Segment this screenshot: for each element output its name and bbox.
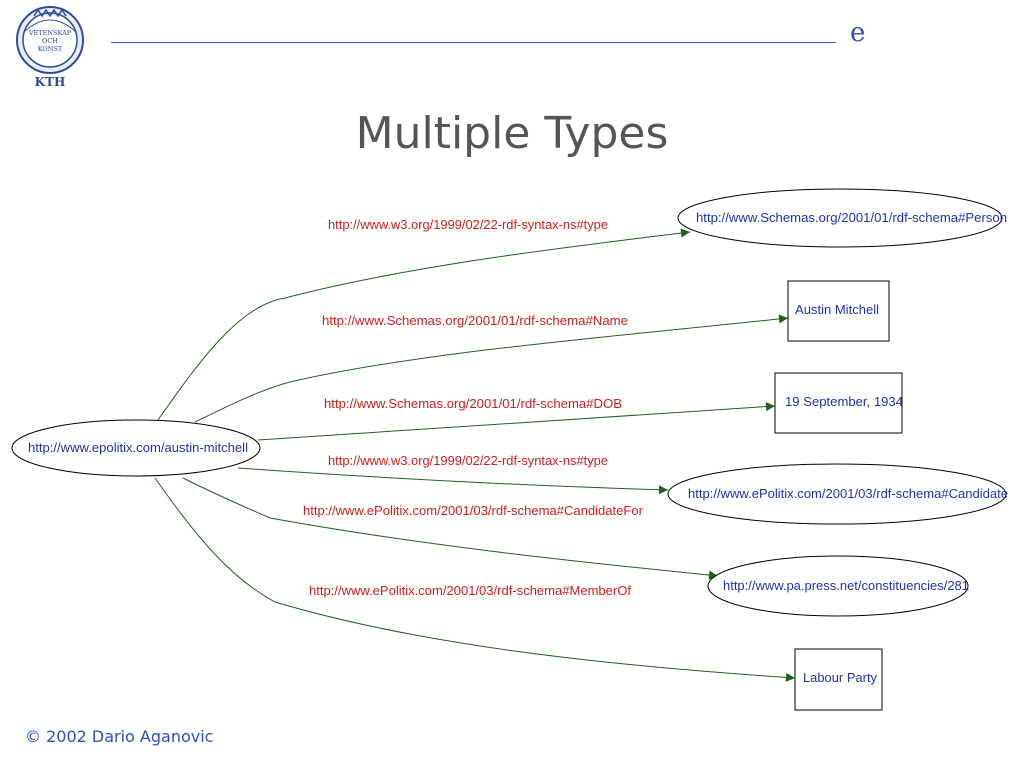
target-node-name-label: Austin Mitchell: [795, 302, 879, 317]
edge-label-candidate-for: http://www.ePolitix.com/2001/03/rdf-sche…: [303, 503, 644, 518]
slide-title: Multiple Types: [355, 108, 669, 159]
target-node-constituency: http://www.pa.press.net/constituencies/2…: [707, 555, 969, 617]
target-node-name-shape: [787, 280, 890, 342]
edge-label-name: http://www.Schemas.org/2001/01/rdf-schem…: [322, 313, 628, 328]
target-node-dob-label: 19 September, 1934: [785, 394, 903, 409]
edge-line-name: [194, 314, 789, 423]
logo-text-3: KONST: [38, 45, 63, 53]
edge-line-type-candidate: [237, 467, 669, 495]
target-node-party-label: Labour Party: [803, 670, 877, 685]
footer-copyright: © 2002 Dario Aganovic: [25, 727, 214, 746]
target-node-party: Labour Party: [794, 648, 883, 711]
target-node-candidate: http://www.ePolitix.com/2001/03/rdf-sche…: [667, 463, 1008, 525]
logo-text-2: OCH: [42, 37, 58, 45]
edges: [154, 228, 796, 682]
target-node-person: http://www.Schemas.org/2001/01/rdf-schem…: [677, 188, 1007, 248]
target-node-dob: 19 September, 1934: [774, 372, 903, 434]
edge-line-candidate-for: [182, 477, 719, 580]
target-node-constituency-label: http://www.pa.press.net/constituencies/2…: [723, 578, 969, 593]
edge-line-type-person: [157, 228, 691, 421]
edge-line-member-of: [154, 477, 796, 682]
logo-text-1: VETENSKAP: [28, 29, 72, 37]
kth-logo: VETENSKAP OCH KONST KTH: [16, 6, 84, 89]
edge-label-member-of: http://www.ePolitix.com/2001/03/rdf-sche…: [309, 583, 631, 598]
target-node-constituency-shape: [707, 555, 969, 617]
logo-initials: KTH: [35, 75, 66, 89]
target-node-dob-shape: [774, 372, 903, 434]
source-node-shape: [11, 419, 261, 477]
target-node-party-shape: [794, 648, 883, 711]
source-node: http://www.epolitix.com/austin-mitchell: [11, 419, 261, 477]
header-mark: e: [850, 18, 866, 48]
target-node-name: Austin Mitchell: [787, 280, 890, 342]
target-node-candidate-shape: [667, 463, 1007, 525]
target-node-person-shape: [677, 188, 1003, 248]
source-node-label: http://www.epolitix.com/austin-mitchell: [28, 440, 248, 455]
edge-label-type-person: http://www.w3.org/1999/02/22-rdf-syntax-…: [328, 217, 608, 232]
edge-label-type-candidate: http://www.w3.org/1999/02/22-rdf-syntax-…: [328, 453, 608, 468]
edge-labels: http://www.w3.org/1999/02/22-rdf-syntax-…: [303, 217, 644, 598]
edge-line-dob: [257, 402, 776, 441]
header-rule: [111, 42, 836, 43]
target-node-candidate-label: http://www.ePolitix.com/2001/03/rdf-sche…: [688, 486, 1008, 501]
edge-label-dob: http://www.Schemas.org/2001/01/rdf-schem…: [324, 396, 622, 411]
target-node-person-label: http://www.Schemas.org/2001/01/rdf-schem…: [696, 210, 1007, 225]
